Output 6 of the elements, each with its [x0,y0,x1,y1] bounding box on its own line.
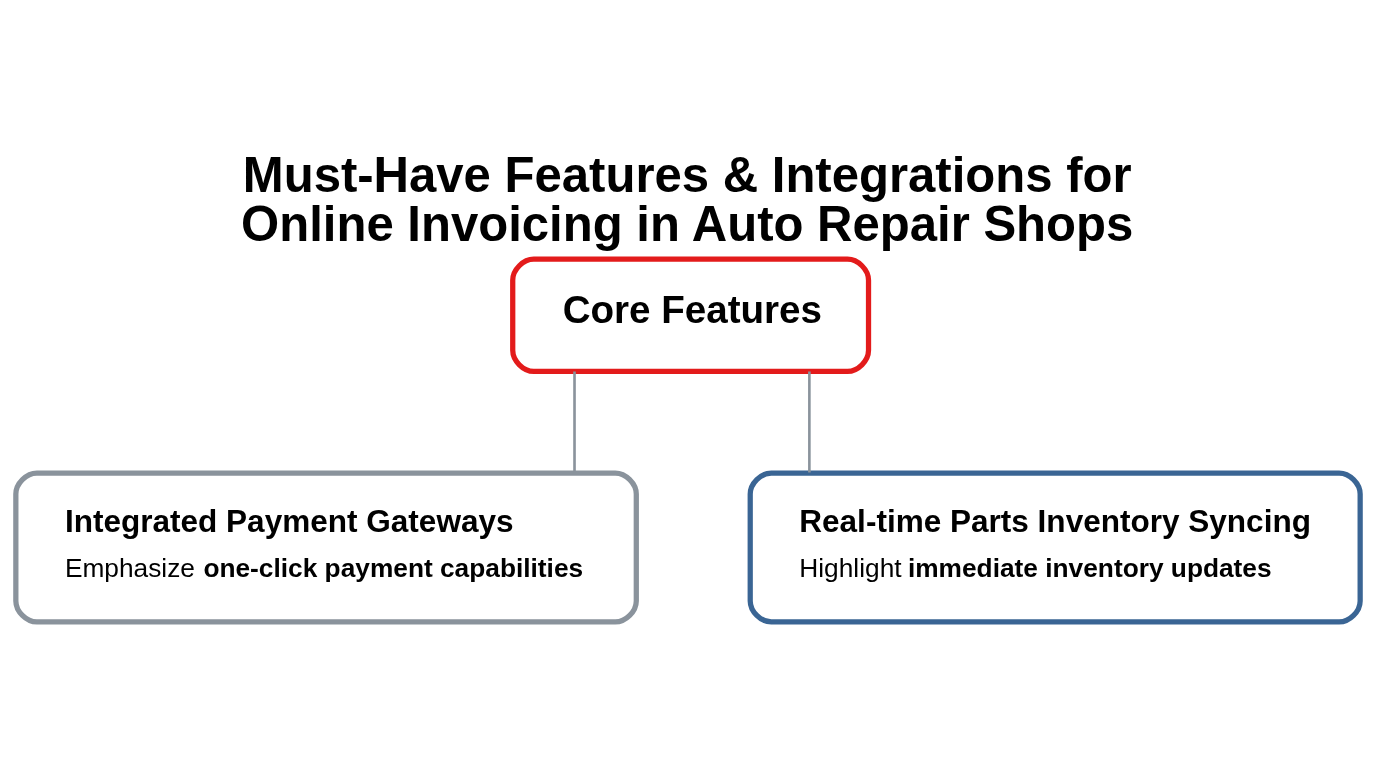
connector [808,371,811,472]
connector [573,371,576,472]
node-box: Integrated Payment Gateways Emphasize one-click payment capabilities [13,469,639,625]
node-box: Core Features [510,256,872,374]
diagram-title: Must-Have Features & Integrations for Online Invoicing in Auto Repair Shops [241,147,1134,251]
node-box: Real-time Parts Inventory Syncing Highlight immediate inventory updates [747,469,1363,625]
